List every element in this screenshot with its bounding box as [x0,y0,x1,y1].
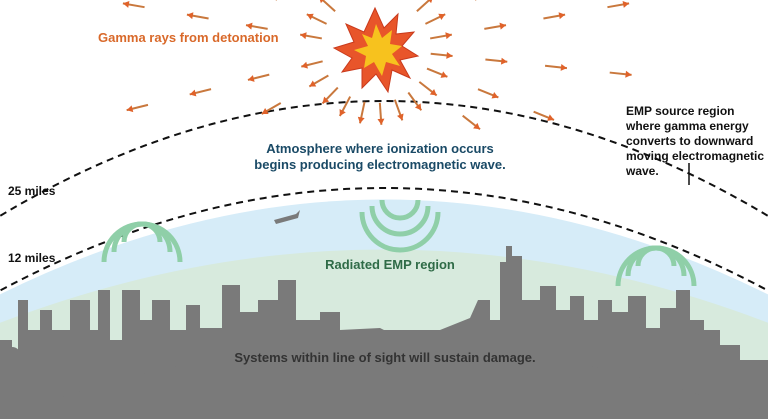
gamma-ray-arrowhead [309,80,317,87]
gamma-ray-arrowhead [357,116,365,124]
city-skyline [0,246,768,419]
gamma-ray-arrowhead [414,103,422,111]
gamma-ray-arrow [321,0,336,12]
gamma-rays [122,0,632,131]
emp-wave-center [359,199,441,253]
gamma-rays-label: Gamma rays from detonation [98,30,279,45]
gamma-ray-arrow [416,0,431,12]
gamma-ray-arrowhead [126,105,134,113]
gamma-ray-arrowhead [247,75,255,82]
gamma-ray-arrowhead [429,88,437,96]
atmosphere-label: Atmosphere where ionization occurs begin… [254,141,506,172]
gamma-ray-arrowhead [186,12,194,20]
gamma-ray-arrowhead [440,71,448,78]
gamma-ray-arrowhead [428,0,433,4]
gamma-ray-arrowhead [499,22,506,30]
gamma-ray-arrowhead [377,118,385,125]
gamma-ray-arrowhead [122,0,130,8]
gamma-ray-arrowhead [189,89,197,97]
gamma-ray-arrowhead [560,63,567,71]
radiated-emp-label: Radiated EMP region [325,257,455,272]
altitude-line-12-miles [0,187,768,292]
altitude-12-miles-label: 12 miles [8,251,56,265]
gamma-ray-arrowhead [438,13,446,21]
gamma-ray-arrowhead [622,0,630,8]
gamma-ray-arrowhead [547,114,555,121]
gamma-ray-arrowhead [500,57,508,65]
damage-note-label: Systems within line of sight will sustai… [234,350,536,365]
gamma-ray-arrowhead [261,107,269,115]
gamma-ray-arrowhead [445,32,452,40]
gamma-ray-arrowhead [319,0,324,4]
gamma-ray-arrowhead [446,51,453,59]
aircraft [274,210,300,224]
gamma-ray-arrowhead [301,61,308,69]
gamma-ray-arrowhead [558,12,566,20]
emp-wave-left [101,221,183,263]
gamma-ray-arrowhead [491,91,499,99]
altitude-25-miles-label: 25 miles [8,184,56,198]
detonation-core [354,24,402,76]
emp-source-region-label: EMP source region where gamma energy con… [626,104,765,178]
gamma-ray-arrowhead [322,96,330,104]
gamma-ray-arrowhead [246,22,253,30]
gamma-ray-arrowhead [300,32,307,40]
gamma-ray-arrowhead [339,109,346,116]
gamma-ray-arrowhead [306,13,314,21]
gamma-ray-arrowhead [473,122,481,130]
gamma-ray-arrowhead [396,113,404,121]
gamma-ray-arrowhead [625,70,632,78]
emp-wave-right [615,245,697,287]
